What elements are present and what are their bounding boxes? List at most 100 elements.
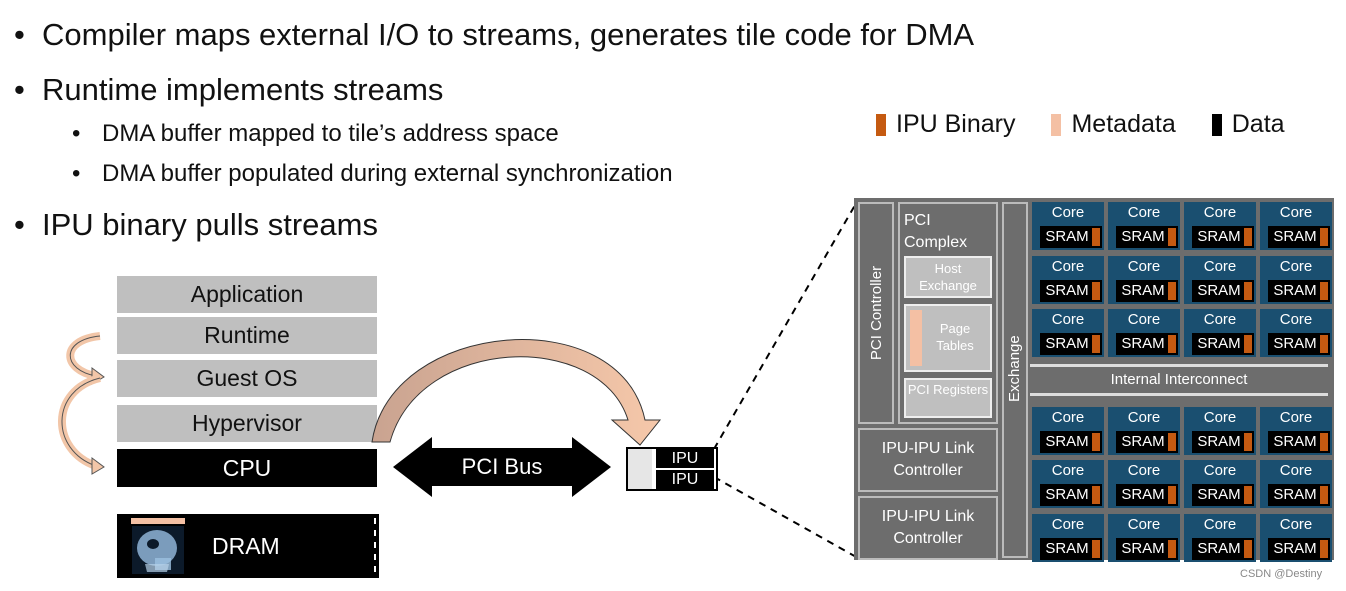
sram-label: SRAM [1121,486,1165,503]
core-label: Core [1051,516,1085,533]
exchange-label: Exchange [1006,335,1023,402]
sram-block: SRAM [1192,484,1254,506]
core-label: Core [1203,258,1237,275]
sram-block: SRAM [1192,431,1254,453]
sram-label: SRAM [1197,228,1241,245]
runtime-to-guest-arrow [66,332,101,380]
ipu-device-side [628,449,652,489]
core-label: Core [1127,462,1161,479]
bullet-1-text: Compiler maps external I/O to streams, g… [42,17,975,52]
hypervisor-to-ipu-arch-arrow [371,339,662,446]
guest-to-cpu-arrow-outline [61,377,101,467]
sram-label: SRAM [1045,540,1089,557]
legend-label: Data [1231,110,1285,138]
sram-block: SRAM [1040,226,1102,248]
sram-label: SRAM [1045,433,1089,450]
sram-block: SRAM [1116,538,1178,560]
sram-ipu-binary-bar [1320,540,1328,558]
legend-swatch [876,113,886,136]
sram-ipu-binary-bar [1168,228,1176,246]
sram-label: SRAM [1197,335,1241,352]
sram-block: SRAM [1268,226,1330,248]
core-label: Core [1203,516,1237,533]
legend-swatch [1051,113,1062,136]
legend-label: IPU Binary [896,110,1016,138]
core-label: Core [1051,258,1085,275]
sram-block: SRAM [1040,484,1102,506]
core-label: Core [1051,204,1085,221]
core-label: Core [1127,409,1161,426]
sram-block: SRAM [1268,484,1330,506]
core-label: Core [1279,409,1313,426]
core-label: Core [1279,516,1313,533]
sram-block: SRAM [1116,431,1178,453]
legend-swatch [1211,113,1222,136]
core-label: Core [1203,409,1237,426]
core-label: Core [1279,258,1313,275]
internal-interconnect: Internal Interconnect [1030,364,1328,396]
sram-label: SRAM [1045,335,1089,352]
sram-ipu-binary-bar [1092,486,1100,504]
sram-block: SRAM [1268,538,1330,560]
stack-runtime: Runtime [117,317,377,354]
sram-label: SRAM [1197,282,1241,299]
sram-ipu-binary-bar [1168,335,1176,353]
sram-block: SRAM [1192,538,1254,560]
sram-ipu-binary-bar [1244,335,1252,353]
page-tables-label: Page Tables [936,321,974,353]
sram-label: SRAM [1045,486,1089,503]
sram-ipu-binary-bar [1168,540,1176,558]
sram-ipu-binary-bar [1168,433,1176,451]
sram-block: SRAM [1116,226,1178,248]
sram-block: SRAM [1116,280,1178,302]
sram-block: SRAM [1268,333,1330,355]
core-label: Core [1127,204,1161,221]
sub-bullet-2-text: DMA buffer populated during external syn… [102,160,673,187]
core-label: Core [1051,311,1085,328]
pci-bus-label: PCI Bus [461,454,543,479]
legend-label: Metadata [1071,110,1176,138]
arrowhead [91,457,105,475]
sram-block: SRAM [1192,280,1254,302]
sram-label: SRAM [1045,228,1089,245]
sram-ipu-binary-bar [1320,486,1328,504]
sram-label: SRAM [1273,486,1317,503]
link-controller-1: IPU-IPU Link Controller [858,428,998,492]
bullet-2: •Runtime implements streams [14,72,443,108]
link-controller-label: IPU-IPU Link Controller [881,440,975,479]
bullet-marker: • [14,207,25,242]
watermark: CSDN @Destiny [1240,568,1323,580]
core-label: Core [1127,516,1161,533]
sub-bullet-1: •DMA buffer mapped to tile’s address spa… [72,120,559,148]
core-label: Core [1203,204,1237,221]
ipu-label-top: IPU [656,449,714,468]
bullet-marker: • [72,120,81,147]
bullet-1: •Compiler maps external I/O to streams, … [14,17,974,53]
pci-registers-block: PCI Registers [904,378,992,418]
legend-data: Data [1211,110,1285,139]
sram-ipu-binary-bar [1092,335,1100,353]
dram-image [131,518,376,574]
sram-label: SRAM [1197,486,1241,503]
sram-ipu-binary-bar [1092,228,1100,246]
core-label: Core [1279,311,1313,328]
sram-label: SRAM [1273,282,1317,299]
sram-ipu-binary-bar [1320,433,1328,451]
